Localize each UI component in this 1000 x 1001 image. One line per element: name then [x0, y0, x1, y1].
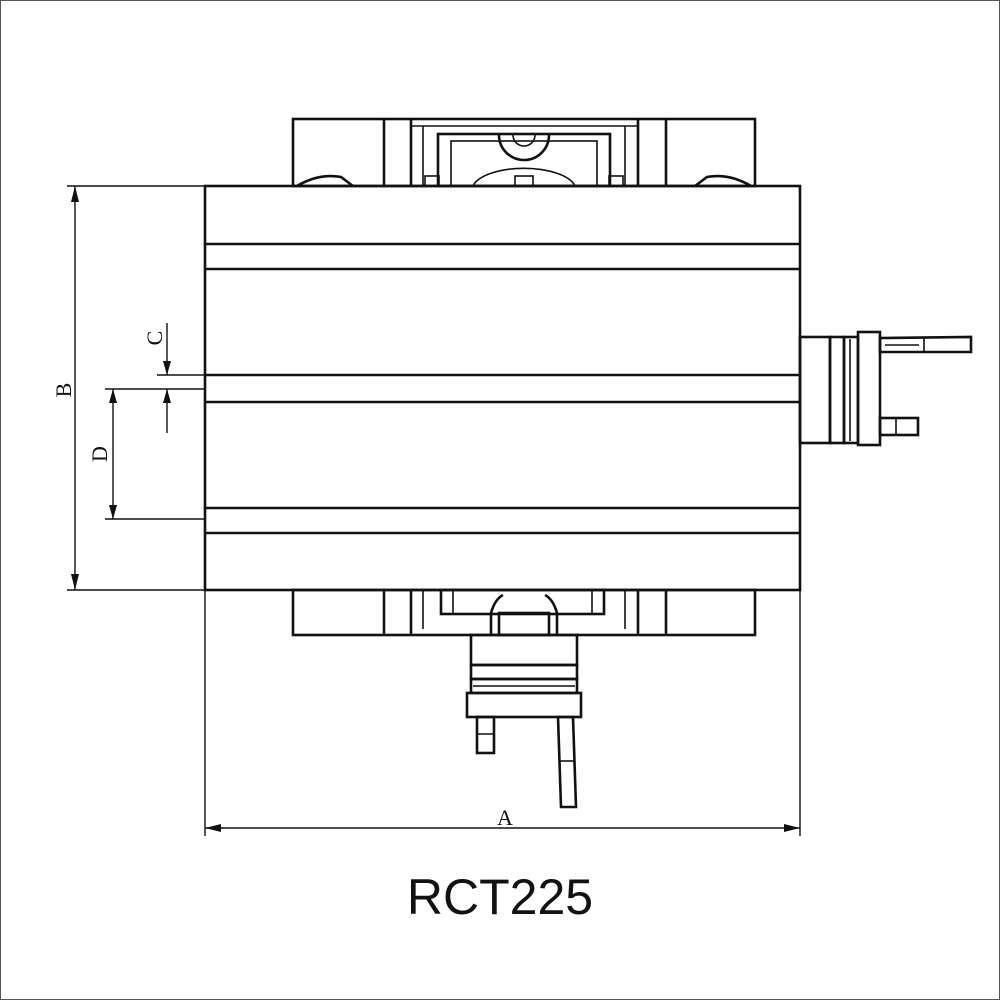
dimension-a-label: A: [497, 805, 513, 830]
top-base: [291, 117, 757, 188]
dimension-c-label: C: [142, 331, 167, 346]
bottom-handwheel: [465, 633, 583, 809]
dimension-c: C: [142, 323, 205, 433]
dimension-b: B: [51, 185, 205, 591]
model-name: RCT225: [406, 869, 594, 925]
right-handwheel: [798, 330, 973, 447]
dimension-d-label: D: [87, 446, 112, 462]
main-table: [203, 184, 802, 592]
dimension-d: D: [87, 388, 205, 520]
dimension-b-label: B: [51, 383, 76, 398]
dimension-a: A: [204, 590, 801, 836]
bottom-base: [291, 588, 757, 637]
